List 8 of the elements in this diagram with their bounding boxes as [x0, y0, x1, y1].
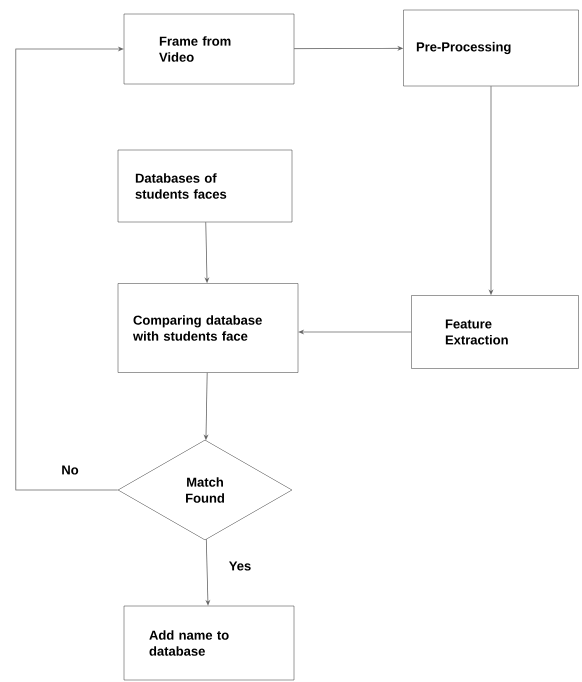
edge-label: Yes [228, 560, 252, 572]
process-box: Databases of students faces [118, 150, 292, 222]
process-box: Comparing database with students face [118, 283, 298, 373]
process-box: Frame from Video [124, 14, 294, 84]
edge-label: No [60, 464, 80, 476]
process-box: Add name to database [124, 606, 294, 680]
process-box: Feature Extraction [411, 295, 579, 369]
process-box: Pre-Processing [403, 10, 579, 86]
